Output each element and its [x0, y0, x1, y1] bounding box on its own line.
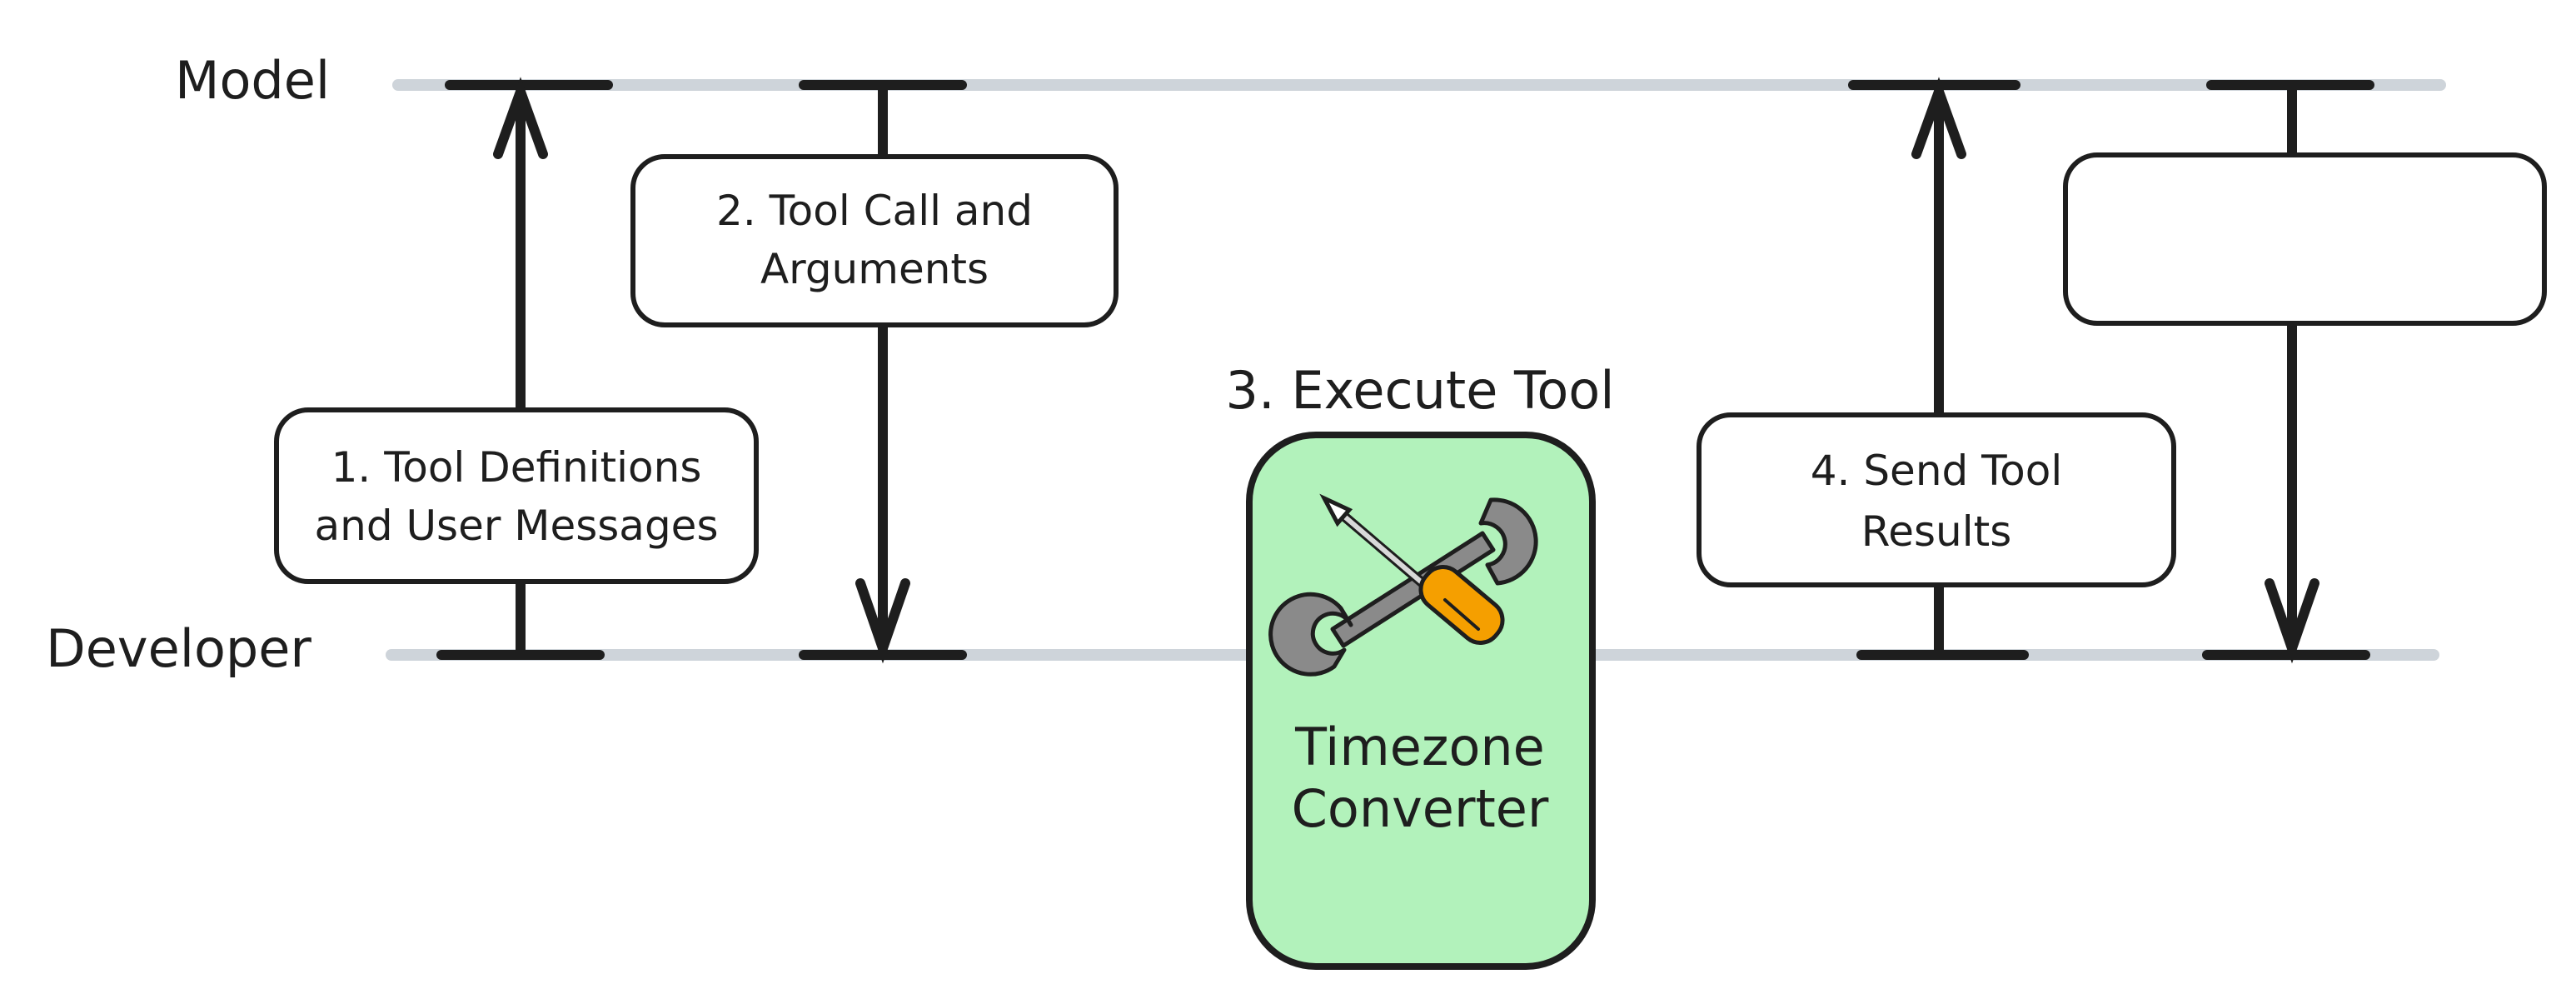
tool-card: Timezone Converter — [1246, 432, 1596, 970]
step3-title: 3. Execute Tool — [1226, 360, 1615, 421]
step2-label-line2: Arguments — [760, 245, 989, 293]
tool-name-line2: Converter — [1292, 778, 1549, 839]
step1-box: 1. Tool Definitions and User Messages — [274, 407, 759, 584]
step1-label-line1: 1. Tool Definitions — [331, 443, 702, 492]
step4-label-line1: 4. Send Tool — [1811, 447, 2063, 495]
wrench-screwdriver-icon — [1268, 493, 1538, 677]
step2-box: 2. Tool Call and Arguments — [630, 154, 1119, 327]
step2-label-line1: 2. Tool Call and — [716, 187, 1033, 235]
step5-box — [2063, 152, 2547, 326]
tool-name-line1: Timezone — [1294, 717, 1545, 777]
developer-lane-label: Developer — [46, 618, 311, 679]
step1-label-line2: and User Messages — [314, 502, 718, 550]
step4-label-line2: Results — [1861, 507, 2012, 556]
step4-box: 4. Send Tool Results — [1697, 412, 2176, 587]
model-lane-label: Model — [175, 50, 330, 111]
